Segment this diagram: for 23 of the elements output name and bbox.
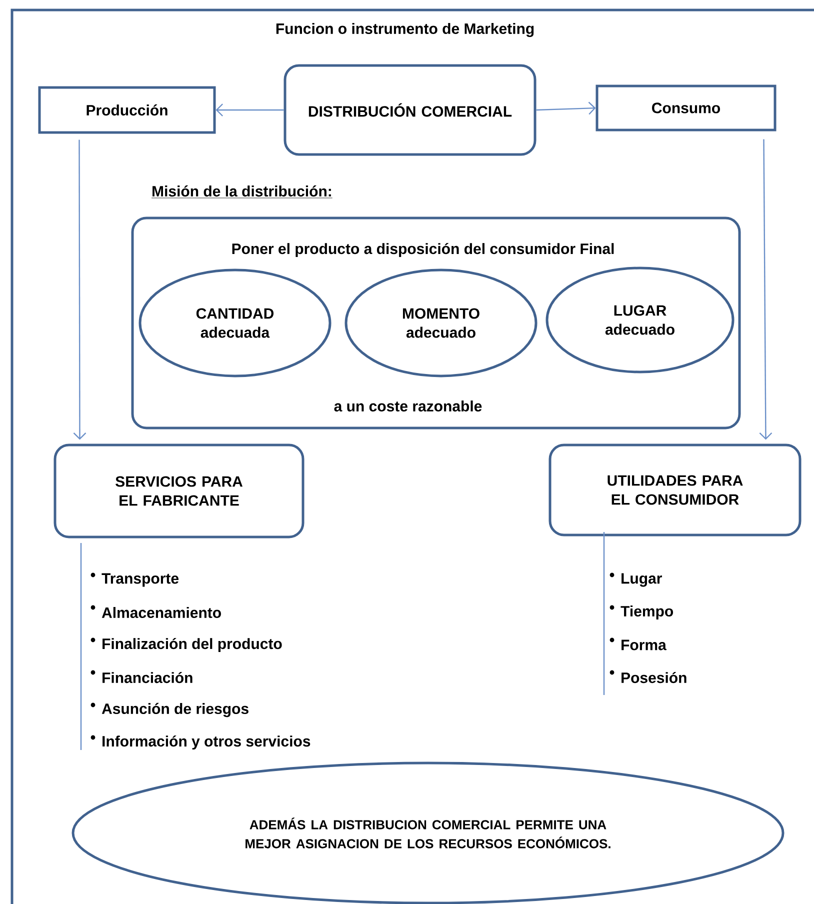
bullet-item: Almacenamiento: [90, 605, 221, 618]
process-box: Producción: [38, 86, 216, 134]
title: Funcion o instrumento de Marketing: [276, 22, 534, 38]
bullet-item: Lugar: [610, 572, 662, 587]
bullet-item: Posesión: [610, 670, 686, 684]
bullet-item: Transporte: [90, 572, 179, 587]
rounded-box: UTILIDADES PARA EL CONSUMIDOR: [548, 444, 802, 536]
bullet-item: Financiación: [90, 670, 192, 684]
box-text: Poner el producto a disposición del consumidor Final: [232, 242, 614, 258]
bullet-item: Información y otros servicios: [90, 735, 310, 750]
rounded-box: DISTRIBUCIÓN COMERCIAL: [284, 64, 536, 156]
arrow: [216, 104, 284, 116]
bullet-item: Forma: [610, 638, 666, 650]
arrow: [759, 139, 772, 440]
underlined-heading: Misión de la distribución:: [151, 185, 333, 198]
bullet-item: Tiempo: [610, 605, 674, 620]
bullet-item: Asunción de riesgos: [90, 702, 248, 718]
process-box: Consumo: [596, 84, 776, 132]
arrow: [536, 102, 596, 115]
rounded-box: SERVICIOS PARA EL FABRICANTE: [54, 444, 304, 538]
box-text: a un coste razonable: [334, 400, 482, 412]
arrow: [73, 140, 86, 440]
bullet-item: Finalización del producto: [90, 638, 282, 652]
